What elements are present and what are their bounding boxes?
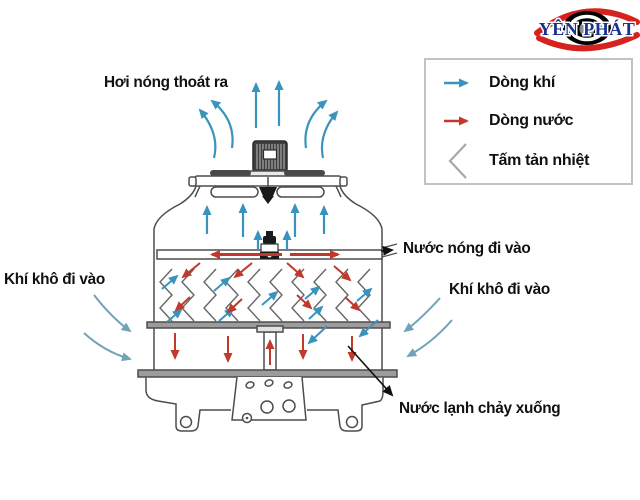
fan-motor bbox=[248, 140, 292, 178]
cold-water-down-leader bbox=[347, 345, 394, 397]
legend-box: Dòng khí Dòng nước Tấm tản nhiệt bbox=[424, 58, 633, 185]
legend-item-water-flow: Dòng nước bbox=[426, 102, 631, 140]
yen-phat-logo: YÊN PHÁT bbox=[534, 8, 640, 52]
legend-item-air-flow: Dòng khí bbox=[426, 60, 631, 102]
label-cold-water-down: Nước lạnh chảy xuống bbox=[399, 400, 561, 417]
fill-air-arrows bbox=[161, 274, 379, 345]
internal-updraft-arrows bbox=[202, 203, 329, 249]
legend-label-heat-sink: Tấm tản nhiệt bbox=[489, 152, 590, 169]
hot-water-in-leader bbox=[380, 245, 394, 256]
legend-item-heat-sink: Tấm tản nhiệt bbox=[426, 140, 631, 182]
air-flow-arrow-icon bbox=[444, 78, 469, 88]
label-hot-water-in: Nước nóng đi vào bbox=[403, 240, 531, 257]
exhaust-air-arrows bbox=[198, 80, 339, 159]
legend-label-air: Dòng khí bbox=[489, 74, 556, 91]
tower-body-outline bbox=[153, 185, 197, 370]
label-dry-air-in-left: Khí khô đi vào bbox=[4, 271, 105, 288]
water-flow-arrows bbox=[170, 250, 361, 365]
heat-sink-fill bbox=[159, 268, 371, 322]
label-dry-air-in-right: Khí khô đi vào bbox=[449, 281, 550, 298]
side-intake-air-arrows bbox=[83, 294, 453, 362]
callout-arrows bbox=[347, 245, 394, 397]
heat-sink-zigzag-icon bbox=[448, 143, 467, 179]
water-basin bbox=[137, 369, 398, 432]
legend-label-water: Dòng nước bbox=[489, 112, 574, 129]
fan-blades bbox=[210, 177, 325, 204]
label-hot-air-out: Hơi nóng thoát ra bbox=[104, 74, 228, 91]
logo-text: YÊN PHÁT bbox=[539, 18, 636, 39]
logo-eye-icon bbox=[534, 8, 640, 52]
water-flow-arrow-icon bbox=[444, 116, 469, 126]
tower-shell bbox=[137, 140, 398, 432]
